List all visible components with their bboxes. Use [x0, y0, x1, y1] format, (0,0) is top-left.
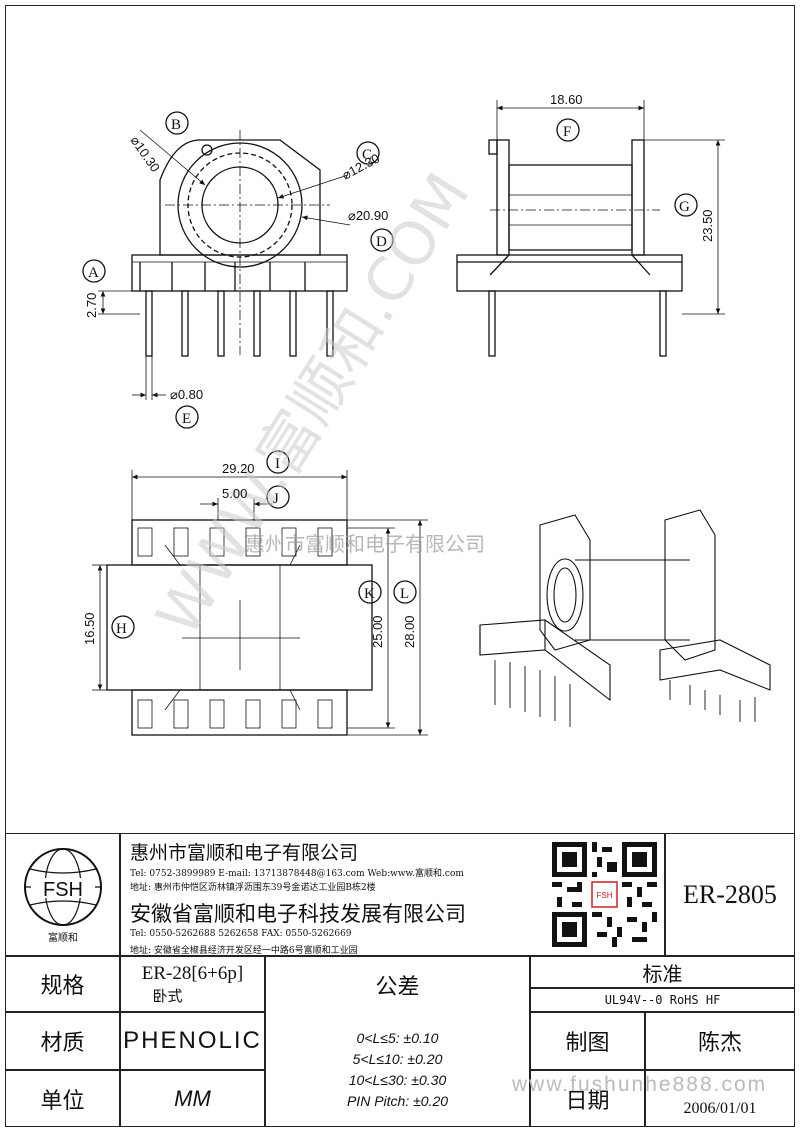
drawn-value: 陈杰 — [645, 1012, 795, 1070]
dim-h: 16.50 — [82, 612, 97, 645]
spec-value: ER-28[6+6p] — [141, 962, 244, 984]
balloon-f: F — [563, 124, 571, 140]
company-cell — [120, 833, 665, 956]
dim-c: ⌀12.30 — [339, 150, 382, 182]
balloon-b: B — [171, 117, 181, 133]
balloon-k: K — [364, 586, 375, 602]
dim-k: 25.00 — [370, 615, 385, 648]
logo-cell: FSH 富顺和 — [5, 833, 120, 956]
unit-label: 单位 — [5, 1070, 120, 1127]
dim-f: 18.60 — [550, 92, 583, 107]
balloon-h: H — [116, 621, 127, 637]
date-value: 2006/01/01 — [645, 1070, 795, 1127]
spec-label: 规格 — [5, 956, 120, 1012]
balloon-c: C — [362, 147, 372, 163]
tolerance-pin-pitch: PIN Pitch: ±0.20 — [346, 1092, 449, 1109]
dim-a: 2.70 — [84, 293, 99, 318]
company-name-2: 安徽省富顺和电子科技发展有限公司 — [130, 902, 466, 926]
balloon-i: I — [275, 456, 280, 472]
watermark-company: 惠州市富顺和电子有限公司 — [245, 532, 485, 556]
material-value: PHENOLIC — [120, 1012, 265, 1070]
isometric-view — [479, 509, 771, 727]
company-name-1: 惠州市富顺和电子有限公司 — [130, 842, 359, 864]
date-label: 日期 — [530, 1070, 645, 1127]
dim-e: ⌀0.80 — [170, 387, 203, 402]
side-view — [456, 100, 725, 357]
bottom-view — [92, 450, 428, 736]
watermark-url: WWW.富顺和.COM — [143, 161, 483, 648]
qr-code[interactable]: FSH — [552, 842, 657, 947]
balloon-l: L — [400, 586, 409, 602]
svg-text:FSH: FSH — [43, 879, 83, 901]
company-address-2: 地址: 安徽省全椒县经济开发区经一中路6号富顺和工业园 — [130, 946, 358, 956]
balloon-g: G — [679, 199, 690, 215]
spec-subtype: 卧式 — [152, 986, 183, 1005]
front-view — [82, 111, 394, 429]
footer-watermark: www.fushunhe888.com — [512, 1073, 768, 1096]
tolerance-3: 10<L≤30: ±0.30 — [348, 1071, 447, 1088]
dim-l: 28.00 — [402, 615, 417, 648]
dim-i: 29.20 — [222, 461, 255, 476]
dim-j: 5.00 — [222, 486, 247, 501]
fsh-logo: FSH 富顺和 — [23, 848, 102, 944]
technical-drawing: WWW.富顺和.COM 惠州市富顺和电子有限公司 ⌀10.30 ⌀12.30 ⌀… — [82, 92, 771, 736]
material-label: 材质 — [5, 1012, 120, 1070]
svg-text:富顺和: 富顺和 — [48, 931, 78, 944]
tolerance-1: 0<L≤5: ±0.10 — [356, 1029, 439, 1046]
part-code: ER-2805 — [665, 833, 795, 956]
company-contact-1: Tel: 0752-3899989 E-mail: 13713878448@16… — [130, 869, 464, 879]
tolerance-cell: 0<L≤5: ±0.10 5<L≤10: ±0.20 10<L≤30: ±0.3… — [265, 1012, 530, 1127]
dim-g: 23.50 — [700, 209, 715, 242]
balloon-d: D — [376, 234, 387, 250]
company-contact-2: Tel: 0550-5262688 5262658 FAX: 0550-5262… — [130, 929, 352, 939]
dim-d: ⌀20.90 — [348, 208, 388, 223]
tolerance-label: 公差 — [265, 956, 530, 1012]
standard-value: UL94V--0 RoHS HF — [530, 988, 795, 1012]
standard-label: 标准 — [530, 956, 795, 988]
svg-text:FSH: FSH — [597, 891, 613, 900]
balloon-a: A — [88, 265, 99, 281]
tolerance-2: 5<L≤10: ±0.20 — [352, 1050, 443, 1067]
dim-b: ⌀10.30 — [128, 133, 163, 175]
company-address-1: 地址: 惠州市仲恺区沥林镇浮沥围东39号金诺达工业园B栋2楼 — [130, 883, 376, 893]
unit-value: MM — [120, 1070, 265, 1127]
spec-value-cell: ER-28[6+6p] 卧式 — [120, 956, 265, 1012]
balloon-j: J — [273, 491, 279, 507]
drawn-label: 制图 — [530, 1012, 645, 1070]
balloon-e: E — [182, 411, 191, 427]
